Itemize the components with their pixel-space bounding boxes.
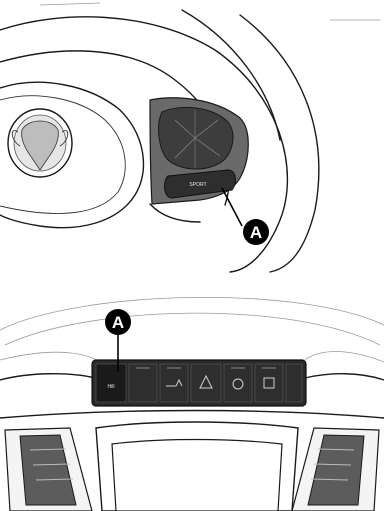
hill-button-label: Hill <box>108 384 115 390</box>
dashboard-right-edge <box>305 374 384 380</box>
dash-lower-edge <box>0 411 384 419</box>
left-air-vent <box>5 428 92 511</box>
right-air-vent <box>292 428 379 511</box>
traction-off-button[interactable] <box>224 364 252 402</box>
top-panel: SPORT A <box>0 3 380 272</box>
dashboard-right-trim <box>305 352 384 362</box>
ram-logo <box>8 109 72 177</box>
dashboard-curve-2 <box>5 313 380 345</box>
bottom-callout-label: A <box>112 313 124 332</box>
bottom-panel: Hill <box>0 297 384 511</box>
dashboard-left-trim <box>0 352 100 362</box>
top-callout-label: A <box>250 223 262 242</box>
center-display <box>96 422 298 511</box>
hill-descent-button[interactable]: Hill <box>96 364 126 402</box>
trailer-button[interactable] <box>160 364 188 402</box>
top-leader-line <box>222 188 242 226</box>
hazard-button[interactable] <box>191 364 221 402</box>
direction-pad[interactable] <box>159 107 233 169</box>
dashboard-top-curve <box>0 297 384 330</box>
sport-button-label: SPORT <box>189 182 206 188</box>
switch-7[interactable] <box>286 364 302 402</box>
park-assist-button[interactable] <box>255 364 283 402</box>
switch-2[interactable] <box>129 364 157 402</box>
dashboard-left-edge <box>0 374 95 380</box>
switch-bank: Hill <box>92 360 306 406</box>
spoke-lower-edge <box>150 204 200 222</box>
